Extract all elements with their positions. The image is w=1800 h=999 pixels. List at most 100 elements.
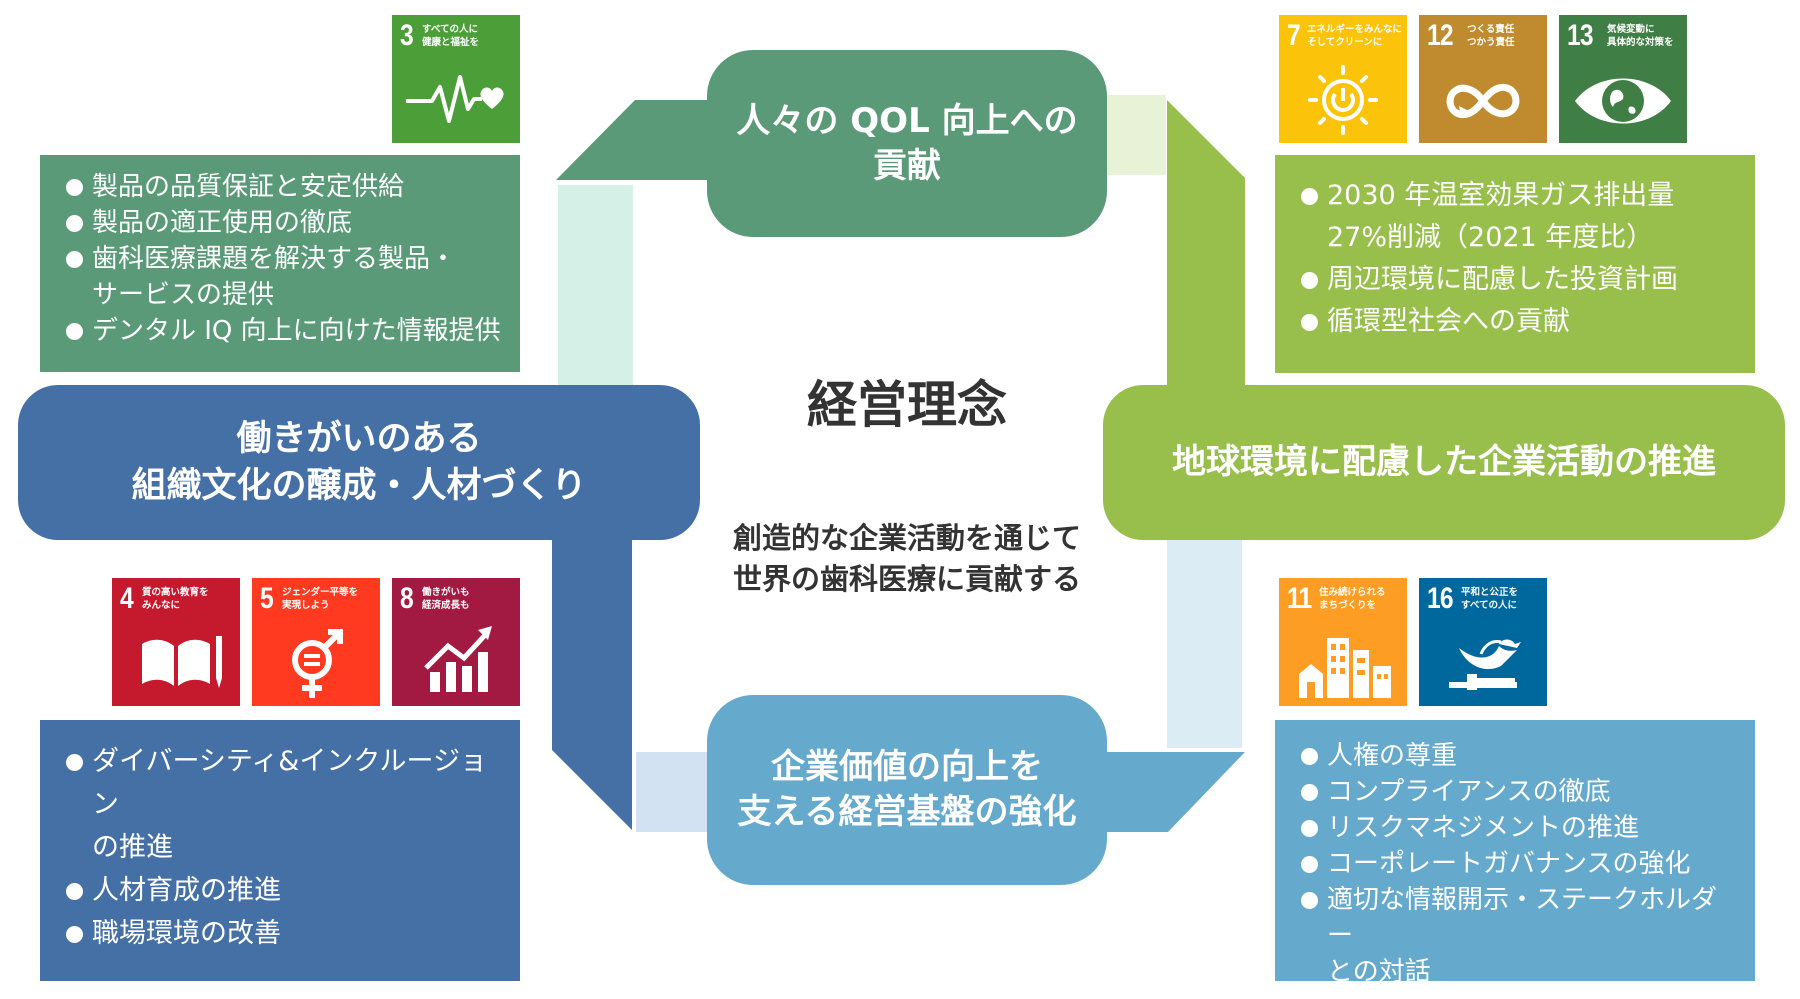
sdg-number: 5	[260, 582, 274, 615]
connector-ribbon-env	[1167, 100, 1245, 395]
sdg-label-line: すべての人に	[422, 24, 478, 35]
sdg-label-line: そしてクリーンに	[1307, 36, 1383, 48]
sdg-label-line: 住み続けられる	[1319, 587, 1386, 598]
sdg-label-line: 経済成長も	[422, 599, 470, 611]
sdg-label-line: つかう責任	[1467, 36, 1515, 48]
sdg-label-line: 平和と公正を	[1461, 587, 1519, 598]
infinity-icon	[1446, 83, 1520, 119]
mgmt-item-continued: との対話	[1327, 957, 1431, 987]
pill-env: 地球環境に配慮した企業活動の推進	[1103, 385, 1785, 540]
sdg-13-tile: 13 気候変動に 具体的な対策を	[1559, 15, 1687, 143]
qol-item: デンタル IQ 向上に向けた情報提供	[66, 313, 502, 349]
sdg-label-line: 気候変動に	[1607, 24, 1655, 35]
sdg-number: 8	[400, 582, 414, 615]
qol-item: 製品の品質保証と安定供給	[66, 169, 502, 205]
mgmt-item: コンプライアンスの徹底	[1301, 774, 1737, 810]
mgmt-initiatives-box: 人権の尊重 コンプライアンスの徹底 リスクマネジメントの推進 コーポレートガバナ…	[1275, 720, 1755, 987]
env-item: 2030 年温室効果ガス排出量	[1301, 175, 1737, 217]
sdg-label-line: 働きがいも	[422, 587, 470, 598]
sdg-7-tile: 7 エネルギーをみんなに そしてクリーンに	[1279, 15, 1407, 143]
sdg-label: 住み続けられる まちづくりを	[1319, 587, 1386, 613]
connector-ribbon-people	[552, 520, 632, 830]
env-item: 周辺環境に配慮した投資計画	[1301, 259, 1737, 301]
connector-band-left-upper	[558, 185, 633, 385]
sdg-11-tile: 11 住み続けられる まちづくりを	[1279, 578, 1407, 706]
pill-people-line1: 働きがいのある	[236, 419, 482, 460]
sdg-label: 平和と公正を すべての人に	[1461, 587, 1518, 613]
qol-item: 製品の適正使用の徹底	[66, 205, 502, 241]
sdg-label-line: みんなに	[142, 599, 181, 611]
mgmt-item: リスクマネジメントの推進	[1301, 810, 1737, 846]
sdg-label: 働きがいも 経済成長も	[422, 587, 470, 613]
sdg-label-line: ジェンダー平等を	[282, 587, 359, 598]
sdg-number: 3	[400, 19, 414, 52]
sdg-number: 7	[1287, 19, 1301, 52]
people-item: ダイバーシティ&インクルージョン	[66, 740, 502, 826]
sdg-3-tile: 3 すべての人に 健康と福祉を	[392, 15, 520, 143]
sdg-label-line: 健康と福祉を	[422, 36, 480, 48]
sdg-label-line: 実現しよう	[282, 599, 330, 611]
sdg-label-line: つくる責任	[1467, 24, 1515, 35]
management-philosophy-title: 経営理念	[807, 376, 1007, 434]
pill-qol: 人々の QOL 向上への 貢献	[707, 50, 1107, 237]
pill-qol-line2: 貢献	[873, 145, 941, 186]
connector-ribbon-mgmt	[1100, 752, 1245, 832]
pill-env-title: 地球環境に配慮した企業活動の推進	[1172, 442, 1716, 483]
book-pencil-icon	[142, 636, 222, 688]
sdg-12-tile: 12 つくる責任 つかう責任	[1419, 15, 1547, 143]
mgmt-item: 人権の尊重	[1301, 738, 1737, 774]
mgmt-item: 適切な情報開示・ステークホルダー	[1301, 882, 1737, 954]
env-item: 循環型社会への貢献	[1301, 301, 1737, 343]
people-initiatives-box: ダイバーシティ&インクルージョン の推進 人材育成の推進 職場環境の改善	[40, 720, 520, 981]
pill-mgmt-line1: 企業価値の向上を	[771, 747, 1043, 788]
statement-line2: 世界の歯科医療に貢献する	[732, 562, 1081, 597]
sdg-label: 質の高い教育を みんなに	[142, 587, 209, 613]
sdg-number: 4	[120, 582, 134, 615]
heartbeat-icon	[406, 75, 504, 123]
growth-chart-icon	[424, 626, 492, 692]
sun-power-icon	[1308, 65, 1378, 135]
sdg-label-line: エネルギーをみんなに	[1307, 24, 1403, 35]
people-item: 職場環境の改善	[66, 912, 502, 955]
sdg-number: 12	[1427, 19, 1454, 52]
sdg-number: 13	[1567, 19, 1594, 52]
dove-gavel-icon	[1449, 639, 1521, 690]
sdg-label: 気候変動に 具体的な対策を	[1607, 24, 1674, 50]
env-initiatives-box: 2030 年温室効果ガス排出量 27%削減（2021 年度比） 周辺環境に配慮し…	[1275, 155, 1755, 373]
pill-people: 働きがいのある 組織文化の醸成・人材づくり	[18, 385, 700, 540]
qol-item: 歯科医療課題を解決する製品・	[66, 241, 502, 277]
people-item: 人材育成の推進	[66, 869, 502, 912]
connector-band-right-upper	[1104, 95, 1166, 175]
sdg-4-tile: 4 質の高い教育を みんなに	[112, 578, 240, 706]
qol-initiatives-box: 製品の品質保証と安定供給 製品の適正使用の徹底 歯科医療課題を解決する製品・ サ…	[40, 155, 520, 372]
sdg-16-tile: 16 平和と公正を すべての人に	[1419, 578, 1547, 706]
sdg-number: 11	[1287, 582, 1312, 615]
sdg-label-line: まちづくりを	[1319, 599, 1377, 611]
sdg-label-line: すべての人に	[1461, 599, 1517, 611]
sdg-label: すべての人に 健康と福祉を	[422, 24, 479, 50]
sdg-label: つくる責任 つかう責任	[1467, 24, 1515, 50]
statement-line1: 創造的な企業活動を通じて	[732, 521, 1081, 555]
sdg-5-tile: 5 ジェンダー平等を 実現しよう	[252, 578, 380, 706]
sdg-label-line: 具体的な対策を	[1607, 36, 1674, 48]
pill-mgmt: 企業価値の向上を 支える経営基盤の強化	[707, 695, 1107, 885]
pill-qol-line1: 人々の QOL 向上への	[736, 100, 1078, 141]
connector-ribbon-qol	[556, 100, 710, 180]
sdg-label: エネルギーをみんなに そしてクリーンに	[1307, 24, 1402, 50]
eye-globe-icon	[1575, 78, 1671, 124]
qol-item-continued: サービスの提供	[92, 280, 275, 310]
connector-band-right-lower	[1167, 540, 1242, 748]
city-buildings-icon	[1299, 638, 1391, 698]
connector-band-left-lower	[636, 752, 708, 832]
pill-mgmt-line2: 支える経営基盤の強化	[737, 792, 1077, 832]
management-philosophy-statement: 創造的な企業活動を通じて 世界の歯科医療に貢献する	[687, 518, 1127, 600]
mgmt-item: コーポレートガバナンスの強化	[1301, 846, 1737, 882]
sdg-label-line: 質の高い教育を	[142, 587, 209, 598]
sdg-number: 16	[1427, 582, 1454, 615]
sdg-label: ジェンダー平等を 実現しよう	[282, 587, 358, 613]
people-item-continued: の推進	[92, 832, 173, 863]
env-item-continued: 27%削減（2021 年度比）	[1327, 222, 1654, 253]
pill-people-line2: 組織文化の醸成・人材づくり	[131, 465, 587, 506]
sdg-8-tile: 8 働きがいも 経済成長も	[392, 578, 520, 706]
